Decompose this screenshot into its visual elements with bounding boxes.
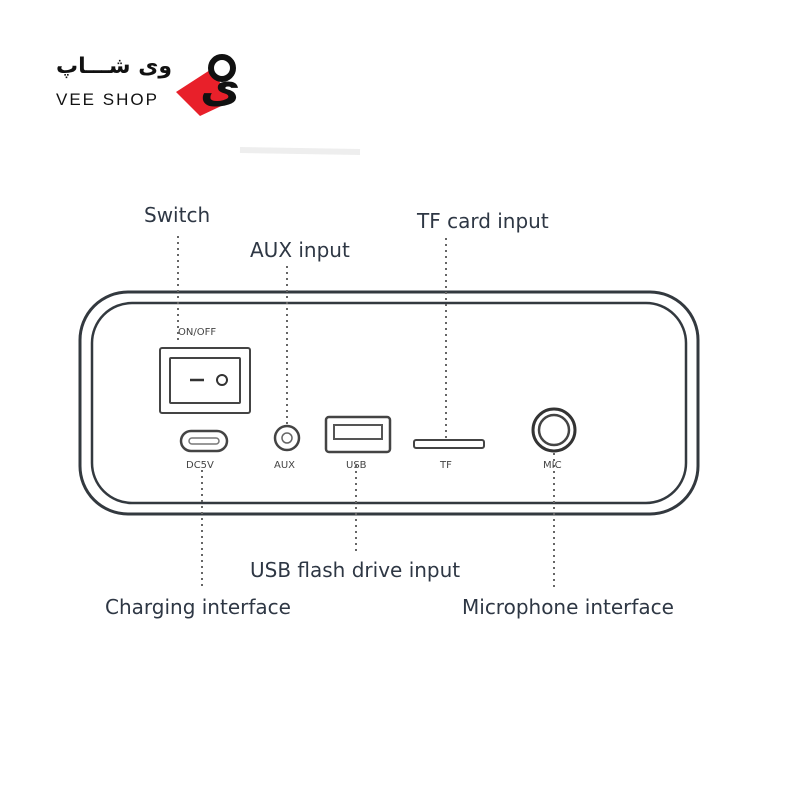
logo-mark-icon: ی [176,54,240,116]
usb-c-port-inner [188,437,220,445]
usb-a-port-tongue [333,424,383,440]
tf-callout: TF card input [417,209,549,233]
vee-shop-logo: وی شـــاپ VEE SHOP ی [52,50,252,120]
switch-rocker [169,357,241,404]
leader-lines [177,236,555,590]
power-switch [159,347,251,414]
usb-callout: USB flash drive input [250,558,461,582]
logo-persian-text: وی شـــاپ [56,54,173,79]
aux-jack-inner [281,432,293,444]
usb-c-port-icon [179,429,229,453]
tf-slot-icon [413,439,485,449]
switch-on-off-label: ON/OFF [178,327,217,338]
aux-jack-icon [273,424,301,452]
switch-off-mark-icon [216,374,228,386]
aux-port-label: AUX [274,460,296,471]
device-inner-panel [90,301,688,505]
microphone-callout: Microphone interface [462,595,674,619]
switch-callout: Switch [144,203,211,227]
usb-port-label: USB [346,460,367,471]
usb-a-port-icon [324,415,392,454]
logo-english-text: VEE SHOP [56,90,159,109]
mic-port-label: MIC [543,460,562,471]
tf-port-label: TF [440,460,452,471]
aux-callout: AUX input [250,238,350,262]
mic-jack-inner [537,413,571,447]
charging-callout: Charging interface [105,595,291,619]
dc5v-label: DC5V [186,460,214,471]
shadow-line [239,147,361,155]
